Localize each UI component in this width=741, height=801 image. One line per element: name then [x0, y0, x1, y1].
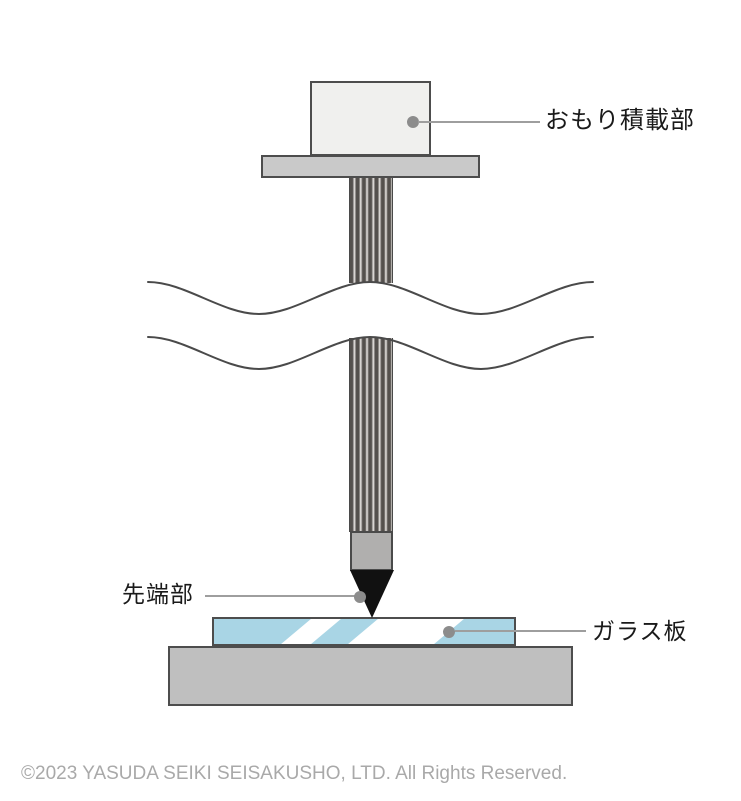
label-weight-section: おもり積載部 [545, 107, 695, 134]
callout-line-glass [455, 630, 586, 632]
base-platform [168, 646, 573, 706]
ferrule [350, 531, 393, 571]
callout-dot-glass [443, 626, 455, 638]
copyright-text: ©2023 YASUDA SEIKI SEISAKUSHO, LTD. All … [21, 763, 568, 784]
shaft-upper-segment [349, 177, 393, 283]
glass-highlight-stripe [276, 619, 346, 644]
callout-dot-tip [354, 591, 366, 603]
label-tip-section: 先端部 [122, 581, 194, 607]
label-glass-plate: ガラス板 [592, 618, 688, 644]
shaft-lower-segment [349, 338, 393, 532]
callout-line-tip [205, 595, 356, 597]
callout-line-weight [418, 121, 540, 123]
flange-plate [261, 155, 480, 178]
callout-dot-weight [407, 116, 419, 128]
break-wave-upper [147, 280, 594, 316]
